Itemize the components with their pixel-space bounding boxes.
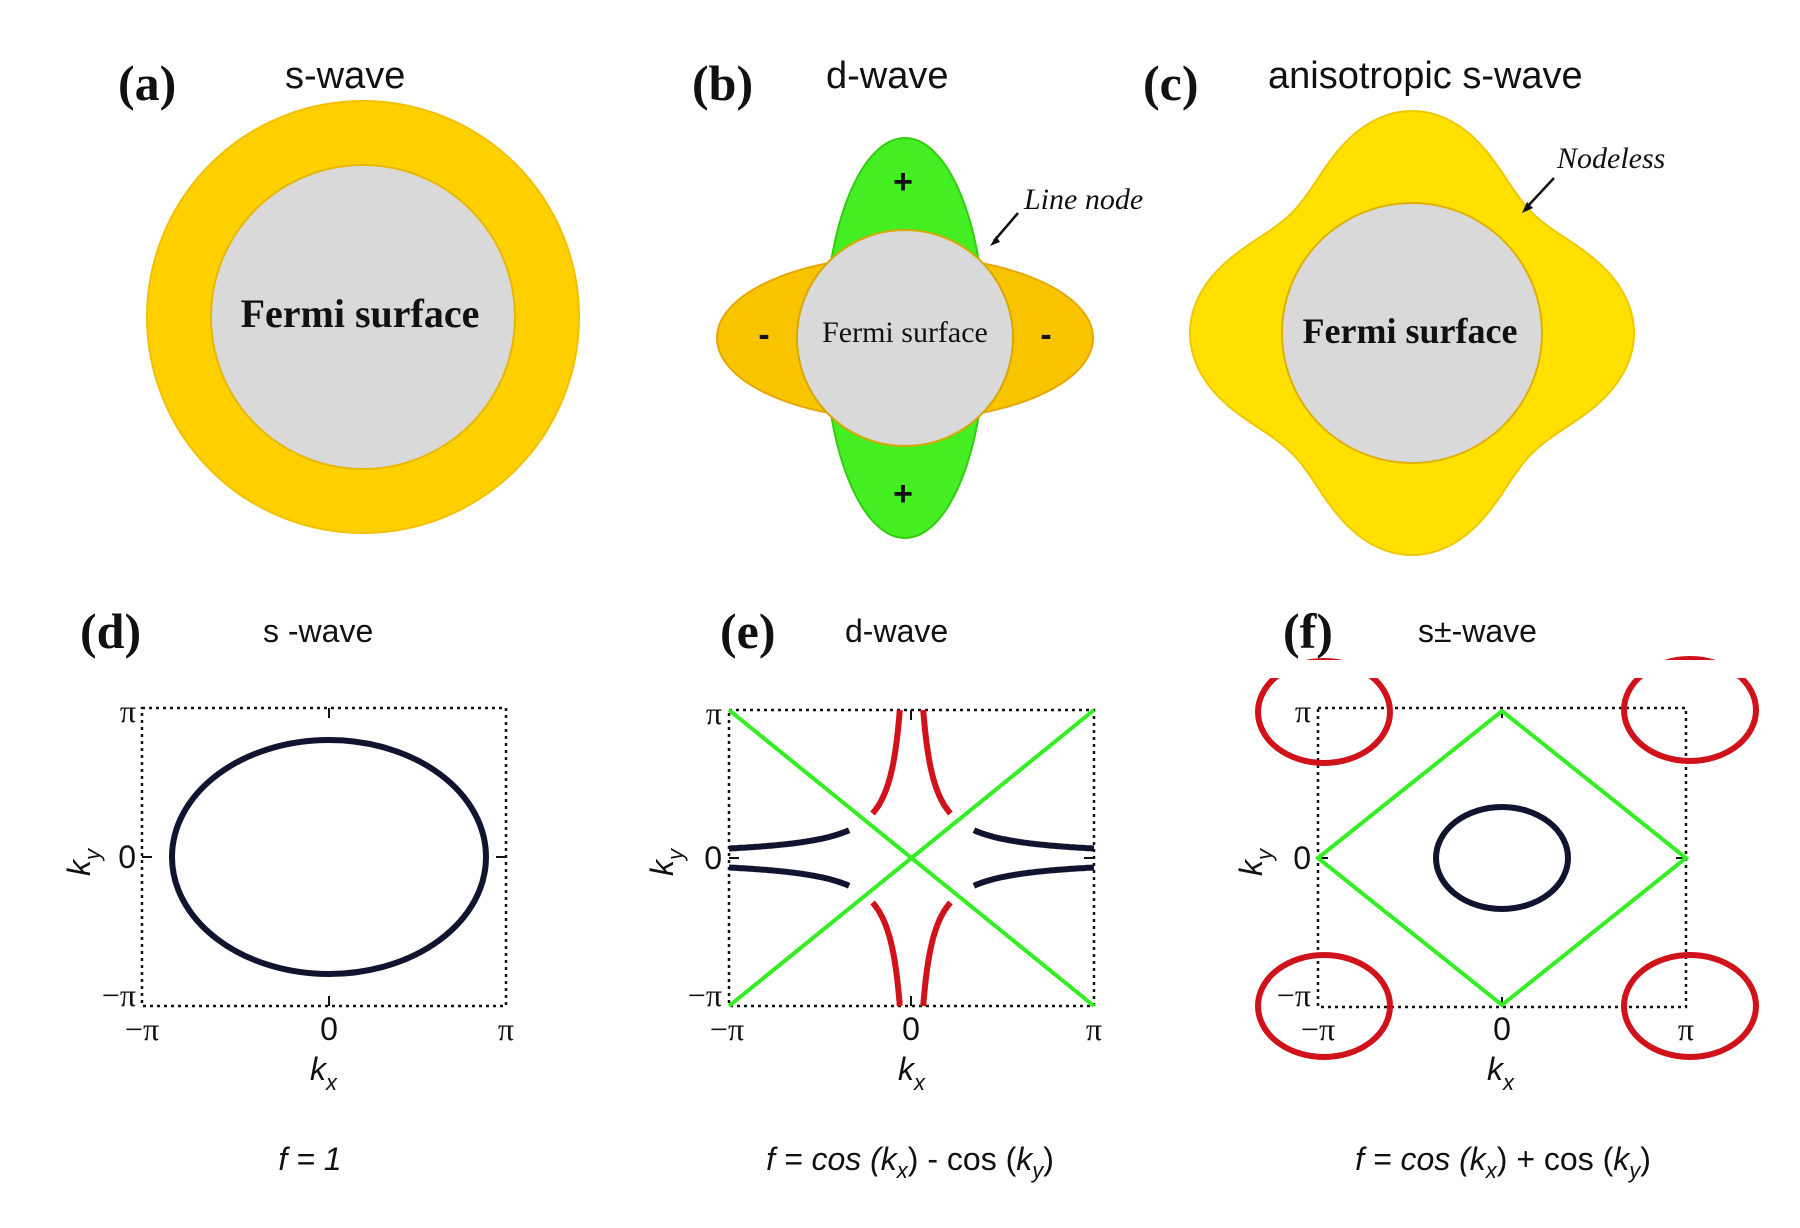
panel-f-letter: (f) [1283,603,1333,659]
x-tick-pi: π [1678,1011,1694,1047]
x-tick-neg-pi: −π [125,1011,159,1047]
fermi-contour-segment [972,864,1095,889]
x-axis-label: kx [898,1051,926,1095]
electron-pocket [1621,952,1759,1060]
panel-c-title: anisotropic s-wave [1268,55,1583,97]
sign-minus-right: - [1040,316,1051,354]
line-node-arrow [993,212,1019,242]
fermi-contour-segment [920,709,953,816]
y-axis-label: ky [61,847,105,876]
y-tick-zero: 0 [118,839,136,875]
x-tick-pi: π [1086,1011,1102,1047]
y-tick-zero: 0 [1293,840,1311,876]
panel-c-letter: (c) [1143,55,1199,111]
arrow-head-icon [990,236,1000,246]
panel-f-title: s±-wave [1418,613,1537,649]
sign-minus-left: - [758,316,769,354]
x-tick-neg-pi: −π [710,1011,744,1047]
panel-d-title: s -wave [263,613,373,649]
node-diamond [1314,708,1690,1008]
electron-pocket [1621,656,1759,764]
fermi-surface-label: Fermi surface [1303,311,1518,351]
fermi-contour-segment [972,827,1095,852]
fermi-surface-label: Fermi surface [241,291,480,336]
line-node-annotation: Line node [1023,183,1143,216]
panel-b-letter: (b) [692,55,753,111]
y-tick-neg-pi: −π [688,977,722,1013]
fermi-surface-label: Fermi surface [822,316,988,349]
y-tick-pi: π [706,695,722,731]
panel-e-letter: (e) [720,603,776,659]
panel-a-letter: (a) [118,55,176,111]
panel-b-title: d-wave [826,55,949,97]
y-tick-neg-pi: −π [102,977,136,1013]
x-tick-zero: 0 [1493,1011,1511,1047]
sign-plus-bottom: + [893,475,913,513]
node-line [727,708,1096,1008]
electron-pocket [1255,952,1393,1060]
panel-c: (c) anisotropic s-wave Fermi surface Nod… [1143,55,1665,557]
sign-plus-top: + [893,163,913,201]
fermi-contour-segment [920,900,953,1007]
nodeless-arrow [1526,177,1555,208]
fermi-surface-circle [210,164,516,470]
formula-f: f = cos (kx) + cos (ky) [1355,1141,1651,1183]
panel-b: (b) d-wave Fermi surface + + - - Line no… [692,55,1143,539]
y-tick-neg-pi: −π [1277,977,1311,1013]
hole-pocket [1433,804,1571,912]
clip-mask [1250,660,1750,678]
fermi-surface-circle [1281,202,1543,464]
d-wave-fermi-contours [728,709,1095,1007]
fermi-contour-segment [728,864,851,889]
panel-a-title: s-wave [285,55,405,97]
x-tick-zero: 0 [320,1011,338,1047]
nodeless-annotation: Nodeless [1556,142,1665,175]
fermi-contour [169,737,489,977]
panel-f: (f) s±-wave π 0 −π −π 0 π kx ky f = cos … [1233,603,1759,1183]
y-axis-label: ky [644,847,688,876]
arrow-head-icon [1522,202,1533,213]
fermi-contour-segment [870,709,903,816]
formula-d: f = 1 [278,1141,341,1177]
y-tick-pi: π [120,693,136,729]
y-axis-label: ky [1233,847,1277,876]
panel-e: (e) d-wave π 0 −π −π 0 π kx ky f = cos (… [644,603,1102,1183]
panel-e-title: d-wave [845,613,948,649]
fermi-contour-segment [870,900,903,1007]
fermi-contour-segment [728,827,851,852]
y-tick-zero: 0 [704,840,722,876]
formula-e: f = cos (kx) - cos (ky) [766,1141,1054,1183]
y-tick-pi: π [1295,693,1311,729]
fermi-surface-circle [796,229,1014,447]
x-axis-label: kx [1487,1051,1515,1095]
panel-a: (a) s-wave Fermi surface [118,55,580,534]
panel-d: (d) s -wave π 0 −π −π 0 π kx ky f = 1 [61,603,514,1177]
panel-d-letter: (d) [80,603,141,659]
brillouin-zone-frame [140,706,508,1008]
x-axis-label: kx [310,1051,338,1095]
x-tick-neg-pi: −π [1301,1011,1335,1047]
brillouin-zone-frame [1316,706,1688,1009]
x-tick-zero: 0 [902,1011,920,1047]
x-tick-pi: π [498,1011,514,1047]
